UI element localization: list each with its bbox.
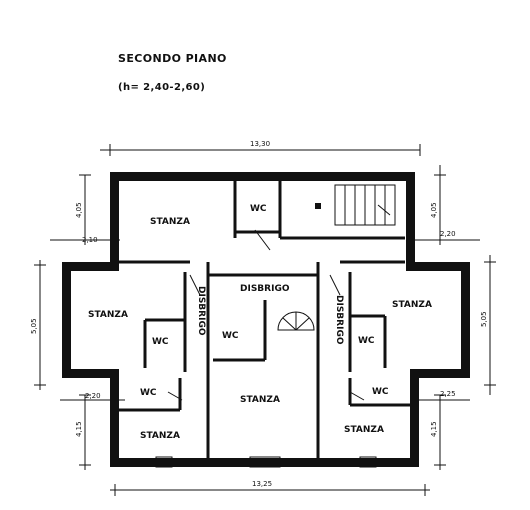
exterior-walls [62, 172, 470, 467]
dim-right-middle: 5,05 [480, 311, 488, 327]
room-disbrigo-left: DISBRIGO [196, 286, 206, 336]
room-wc-left-lower: WC [140, 388, 157, 398]
stairs [277, 184, 396, 331]
floor-title: SECONDO PIANO [118, 52, 227, 65]
room-stanza-center: STANZA [240, 395, 280, 405]
room-stanza-right-bottom: STANZA [344, 425, 384, 435]
room-disbrigo-center: DISBRIGO [240, 284, 290, 294]
room-wc-center: WC [222, 331, 239, 341]
dim-left-middle: 5,05 [30, 318, 38, 334]
room-disbrigo-right: DISBRIGO [334, 295, 344, 345]
room-stanza-top: STANZA [150, 217, 190, 227]
dim-left-offset-bottom: 2,20 [85, 392, 101, 400]
ceiling-height-note: (h= 2,40-2,60) [118, 82, 206, 93]
room-stanza-left-bottom: STANZA [140, 431, 180, 441]
dim-top-total: 13,30 [250, 140, 270, 148]
dim-left-upper: 4,05 [75, 202, 83, 218]
dimension-lines [34, 144, 496, 496]
room-stanza-left: STANZA [88, 310, 128, 320]
column-marker [315, 203, 321, 209]
dim-right-upper: 4,05 [430, 202, 438, 218]
room-wc-left-inner: WC [152, 337, 169, 347]
dim-right-offset-top: 2,20 [440, 230, 456, 238]
room-stanza-right: STANZA [392, 300, 432, 310]
dim-left-lower: 4,15 [75, 421, 83, 437]
dim-right-lower: 4,15 [430, 421, 438, 437]
dim-left-offset-top: 2,10 [82, 236, 98, 244]
room-wc-top: WC [250, 204, 267, 214]
door-swings [155, 229, 377, 468]
room-wc-right-inner: WC [358, 336, 375, 346]
room-wc-right-lower: WC [372, 387, 389, 397]
dim-bottom-total: 13,25 [252, 480, 272, 488]
interior-walls [119, 181, 410, 460]
dim-right-offset-bottom: 2,25 [440, 390, 456, 398]
